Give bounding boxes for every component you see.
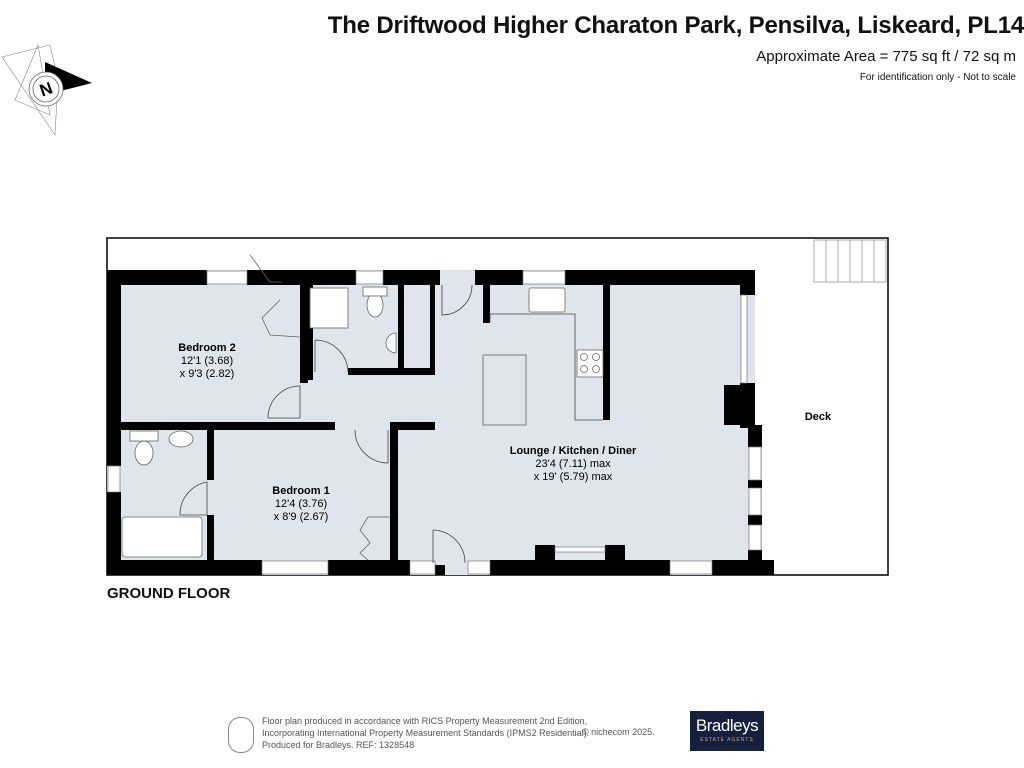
- brand-sub: ESTATE AGENTS: [700, 737, 754, 743]
- scale-note: For identification only - Not to scale: [859, 72, 1016, 83]
- walls: [107, 270, 774, 575]
- hob-icon: [576, 349, 604, 378]
- brand-logo: Bradleys ESTATE AGENTS: [690, 711, 764, 751]
- compass-letter: N: [37, 78, 55, 100]
- brand-name: Bradleys: [695, 716, 759, 735]
- bedroom1-name: Bedroom 1: [272, 485, 329, 497]
- property-title: The Driftwood Higher Charaton Park, Pens…: [327, 12, 1024, 39]
- deck-name: Deck: [805, 411, 832, 423]
- sink-icon: [528, 287, 566, 313]
- toilet-icon: [366, 292, 384, 318]
- bedroom2-dim1: 12'1 (3.68): [181, 355, 233, 367]
- basin-icon: [168, 430, 194, 448]
- toilet-cistern: [129, 430, 159, 442]
- lounge-dim2: x 19' (5.79) max: [534, 471, 613, 483]
- windows: [107, 270, 762, 575]
- bedroom1-dim2: x 8'9 (2.67): [274, 511, 329, 523]
- lounge-dim1: 23'4 (7.11) max: [535, 458, 611, 470]
- fixtures: [121, 254, 604, 561]
- kitchen-island: [482, 354, 527, 426]
- bedroom1-dim1: 12'4 (3.76): [275, 498, 327, 510]
- bedroom2-name: Bedroom 2: [178, 342, 235, 354]
- footer-text: Floor plan produced in accordance with R…: [262, 715, 589, 751]
- approximate-area: Approximate Area = 775 sq ft / 72 sq m: [756, 48, 1016, 65]
- footer-line3: Produced for Bradleys. REF: 1328548: [262, 740, 415, 750]
- footer-line2: Incorporating International Property Mea…: [262, 728, 590, 738]
- doors: [179, 284, 603, 564]
- toilet-icon: [134, 440, 154, 466]
- person-icon: [228, 717, 254, 753]
- floor-label: GROUND FLOOR: [107, 585, 231, 602]
- bath-icon: [121, 516, 203, 558]
- footer-line1: Floor plan produced in accordance with R…: [262, 716, 588, 726]
- basin-icon: [385, 332, 397, 354]
- deck-steps: [813, 239, 887, 283]
- lounge-name: Lounge / Kitchen / Diner: [510, 445, 637, 457]
- bedroom2-dim2: x 9'3 (2.82): [180, 368, 235, 380]
- copyright: © nichecom 2025.: [582, 727, 655, 737]
- shower-tray-icon: [309, 287, 349, 329]
- compass-north-icon: N: [1, 43, 92, 136]
